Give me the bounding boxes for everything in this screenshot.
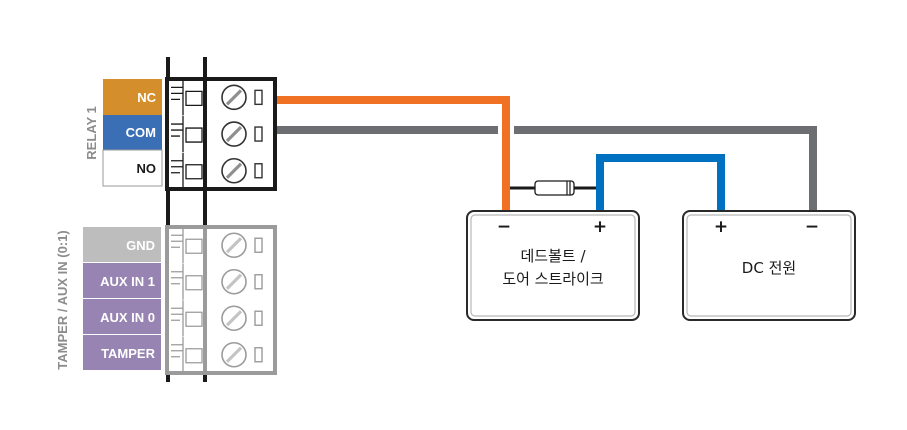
terminal-label-nc: NC [137, 90, 156, 105]
power-negative-terminal: − [805, 217, 819, 237]
terminal-label-aux-in-0: AUX IN 0 [100, 310, 155, 325]
screw-icon [221, 84, 247, 111]
aux-group-title: TAMPER / AUX IN (0:1) [55, 230, 70, 369]
wire-entry-slot [254, 163, 263, 179]
terminal-label-gnd: GND [126, 238, 155, 253]
lock-positive-terminal: + [593, 217, 607, 237]
terminal-label-aux-in-1-bg [83, 263, 161, 298]
terminal-label-com: COM [126, 125, 156, 140]
wire-dc-positive [596, 154, 725, 211]
relay-group-title: RELAY 1 [84, 106, 99, 159]
screw-icon [221, 268, 247, 295]
wire-entry-slot [254, 126, 263, 142]
screw-icon [221, 157, 247, 184]
screw-icon [221, 341, 247, 368]
terminal-label-no-bg [102, 149, 163, 187]
terminal-label-nc-bg [103, 79, 162, 115]
lock-label-line2: 도어 스트라이크 [502, 270, 603, 288]
power-positive-terminal: + [714, 217, 728, 237]
terminal-label-no: NO [137, 161, 157, 176]
screw-icon [221, 121, 247, 147]
screw-icon [221, 305, 247, 332]
aux-terminal-block [165, 225, 277, 375]
wires [277, 96, 817, 211]
terminal-label-tamper: TAMPER [101, 346, 156, 361]
wire-entry-slot [254, 310, 263, 326]
wire-entry-slot [254, 89, 263, 106]
terminal-label-tamper-bg [83, 335, 161, 370]
wire-nc [277, 96, 510, 211]
diode-icon [534, 180, 575, 196]
wire-entry-slot [254, 274, 263, 290]
terminal-label-aux-in-1: AUX IN 1 [100, 274, 155, 289]
wire-entry-slot [254, 237, 263, 253]
screw-icon [221, 232, 247, 259]
dc-power-supply: + − DC 전원 [682, 210, 856, 321]
terminal-label-aux-in-0-bg [83, 299, 161, 334]
wire-com-segment-2 [514, 126, 817, 210]
power-label: DC 전원 [742, 259, 796, 277]
lock-device: − + 데드볼트 / 도어 스트라이크 [466, 210, 640, 321]
lock-negative-terminal: − [497, 217, 511, 237]
relay-labels: NC COM NO [102, 79, 163, 187]
wire-entry-slot [254, 347, 263, 363]
lock-label-line1: 데드볼트 / [520, 247, 586, 265]
relay-terminal-block [165, 77, 277, 191]
aux-labels: GND AUX IN 1 AUX IN 0 TAMPER [83, 227, 161, 370]
terminal-label-gnd-bg [83, 227, 161, 262]
terminal-label-com-bg [103, 115, 162, 150]
